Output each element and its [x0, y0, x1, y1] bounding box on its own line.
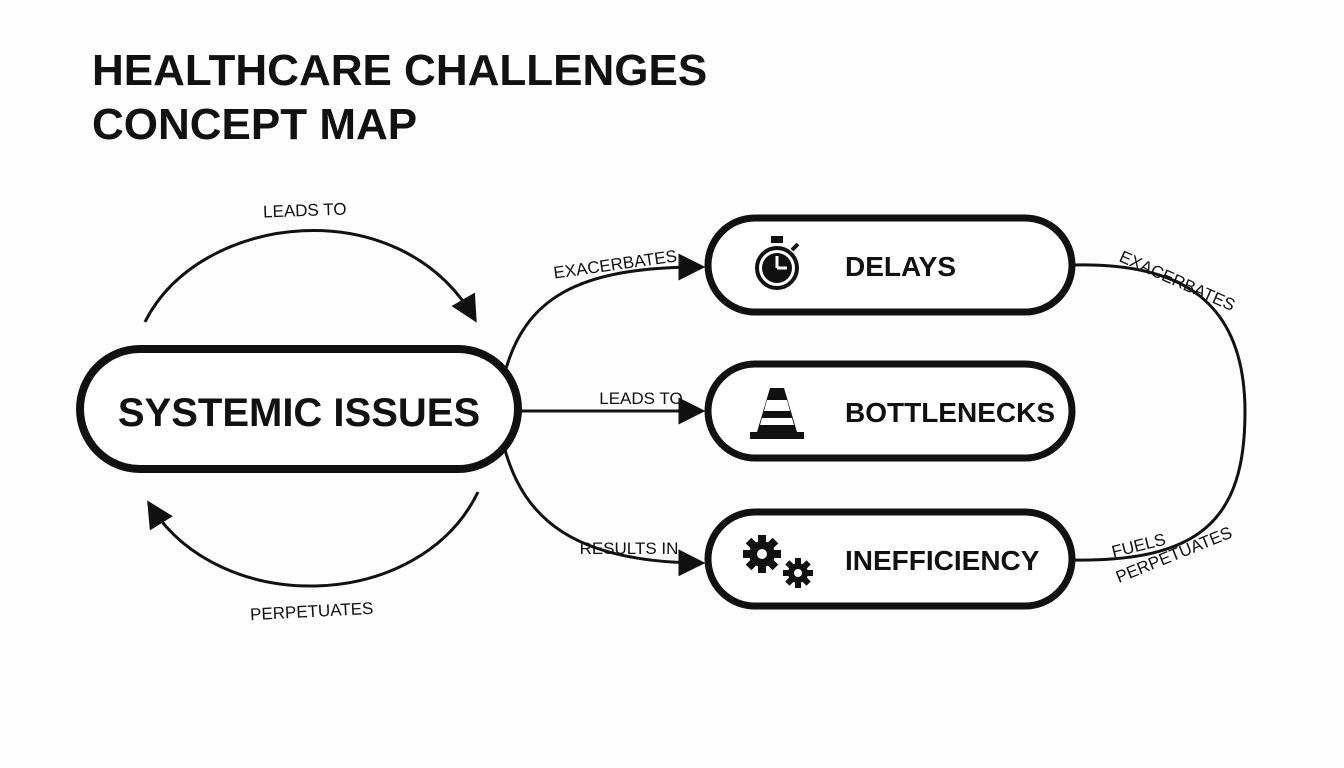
edge-label-loop-top: LEADS TO	[263, 200, 347, 222]
edge-label-delays-to-right: EXACERBATES	[1117, 247, 1238, 315]
page-title-line-1: HEALTHCARE CHALLENGES	[92, 46, 708, 95]
page-title-line-2: CONCEPT MAP	[92, 100, 418, 149]
node-delays-label: DELAYS	[845, 251, 956, 282]
edge-loop-top	[143, 229, 477, 323]
node-bottlenecks[interactable]: BOTTLENECKS	[704, 360, 1076, 462]
edge-label-to-inefficiency: RESULTS IN	[580, 539, 679, 558]
edge-loop-bottom	[147, 491, 480, 588]
edge-to-delays	[503, 253, 706, 373]
edge-to-inefficiency	[503, 449, 706, 577]
node-systemic-issues-label: SYSTEMIC ISSUES	[118, 391, 480, 435]
gears-icon	[743, 535, 813, 588]
edge-right-connector	[1071, 263, 1247, 562]
node-inefficiency-label: INEFFICIENCY	[845, 545, 1040, 576]
stopwatch-icon	[755, 236, 800, 290]
node-delays[interactable]: DELAYS	[704, 214, 1076, 316]
edge-label-to-delays: EXACERBATES	[552, 246, 678, 282]
edge-label-loop-bottom: PERPETUATES	[250, 599, 374, 624]
page-title: HEALTHCARE CHALLENGES CONCEPT MAP	[92, 44, 707, 152]
node-inefficiency[interactable]: INEFFICIENCY	[704, 508, 1076, 610]
traffic-cone-icon	[750, 388, 804, 439]
edge-label-to-bottlenecks: LEADS TO	[599, 389, 682, 408]
node-bottlenecks-label: BOTTLENECKS	[845, 397, 1055, 428]
node-systemic-issues[interactable]: SYSTEMIC ISSUES	[76, 345, 522, 473]
